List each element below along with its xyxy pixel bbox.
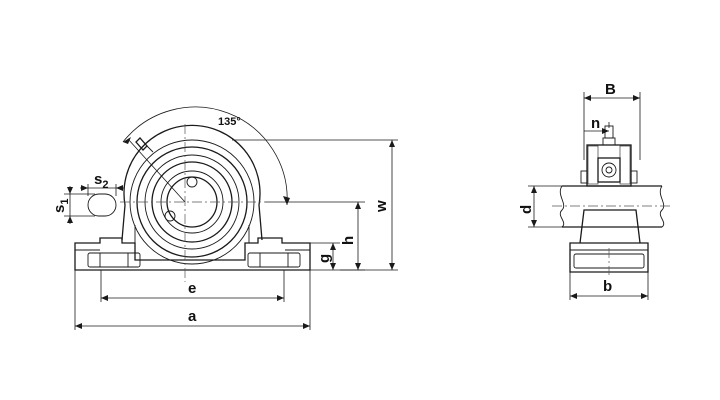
front-housing — [121, 124, 263, 265]
dim-d-line — [528, 185, 562, 228]
angle-indicator — [122, 106, 290, 206]
dim-a-line — [74, 270, 311, 330]
dim-g-label: g — [316, 254, 333, 263]
dim-n-label: n — [591, 115, 600, 132]
dim-b-label: b — [603, 278, 612, 295]
dim-s2-label: s2 — [94, 171, 108, 191]
dim-n-line — [584, 122, 610, 134]
side-view: B n d b — [518, 81, 672, 300]
dim-s1-main: s — [51, 205, 68, 213]
dim-B-label: B — [605, 81, 616, 98]
dim-h-label: h — [340, 236, 357, 245]
dim-s2-sub: 2 — [102, 179, 108, 191]
slot-detail — [64, 184, 124, 224]
front-centerlines — [120, 124, 265, 282]
dim-a-label: a — [188, 308, 197, 325]
side-shaft — [552, 185, 672, 228]
dim-b-line — [570, 293, 648, 299]
dim-e-line — [100, 270, 285, 302]
dim-w-label: w — [373, 200, 390, 213]
dim-g-line — [310, 242, 340, 270]
front-base — [74, 237, 311, 271]
dim-B-line — [583, 92, 641, 160]
dim-e-label: e — [188, 280, 196, 297]
dim-h-line — [265, 201, 365, 271]
side-base — [569, 242, 649, 300]
front-view: 135° s2 s1 e — [51, 106, 398, 330]
dim-s1-sub: 1 — [59, 199, 71, 205]
dim-s1-label: s1 — [51, 199, 71, 213]
angle-label: 135° — [218, 116, 241, 128]
dim-d-label: d — [518, 205, 535, 214]
dim-w-line — [232, 139, 398, 271]
side-housing — [580, 125, 638, 187]
dim-s2-main: s — [94, 171, 102, 188]
